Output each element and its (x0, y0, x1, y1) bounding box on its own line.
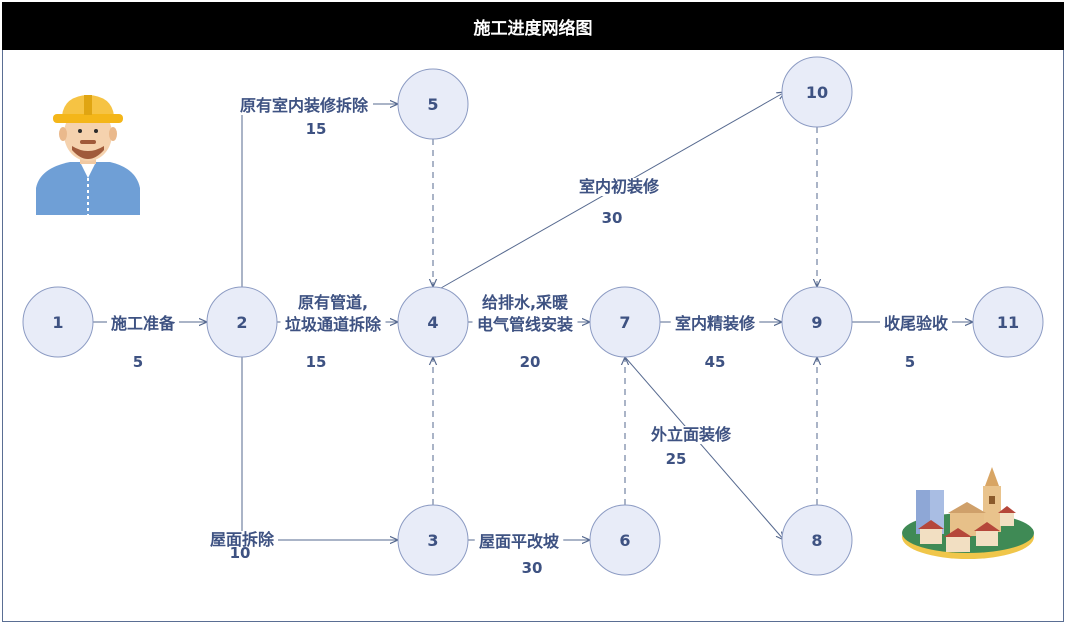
event-node-circle (397, 504, 469, 576)
event-node-label: 3 (427, 531, 438, 550)
event-node-circle (589, 504, 661, 576)
activity-duration-4-10: 30 (602, 209, 623, 227)
construction-worker-icon (36, 95, 140, 215)
activity-duration-2-5: 15 (306, 120, 327, 138)
event-node-label: 7 (619, 313, 630, 332)
activity-duration-7-8: 25 (666, 450, 687, 468)
event-node-7: 7 (589, 286, 661, 358)
event-node-label: 2 (236, 313, 247, 332)
activity-duration-9-11: 5 (905, 353, 915, 371)
event-node-circle (972, 286, 1044, 358)
activity-name-bg (646, 426, 736, 444)
activity-name-4-7: 电气管线安装 (477, 315, 573, 334)
event-node-9: 9 (781, 286, 853, 358)
activity-name-4-7: 给排水,采暖 (482, 293, 569, 312)
activity-name-2-4: 垃圾通道拆除 (285, 315, 382, 334)
activity-name-1-2: 施工准备 (111, 314, 176, 333)
activity-name-7-9: 室内精装修 (675, 314, 756, 333)
diagram-title: 施工进度网络图 (473, 18, 593, 39)
activity-duration-7-9: 45 (705, 353, 726, 371)
activity-name-2-5: 原有室内装修拆除 (240, 96, 369, 115)
event-node-label: 9 (811, 313, 822, 332)
activity-name-3-6: 屋面平改坡 (479, 532, 560, 551)
event-node-10: 10 (781, 56, 853, 128)
activity-name-bg (574, 178, 664, 196)
activity-duration-2-3: 10 (230, 544, 251, 562)
activity-name-bg (474, 533, 564, 551)
event-node-label: 4 (427, 313, 438, 332)
activity-duration-4-7: 20 (520, 353, 541, 371)
event-node-label: 10 (806, 83, 828, 102)
event-node-circle (781, 504, 853, 576)
activity-name-bg (880, 315, 952, 333)
event-node-label: 5 (427, 95, 438, 114)
event-node-circle (397, 286, 469, 358)
activity-duration-1-2: 5 (133, 353, 143, 371)
activity-name-bg (670, 315, 760, 333)
activity-name-bg (288, 294, 378, 312)
activity-duration-3-6: 30 (522, 559, 543, 577)
event-node-circle (781, 286, 853, 358)
activity-name-2-4: 原有管道, (298, 293, 368, 312)
event-node-5: 5 (397, 68, 469, 140)
activity-name-bg (107, 315, 179, 333)
title-bar: 施工进度网络图 (2, 2, 1064, 50)
event-node-circle (397, 68, 469, 140)
activity-duration-2-4: 15 (306, 353, 327, 371)
event-node-2: 2 (206, 286, 278, 358)
activity-name-7-8: 外立面装修 (650, 425, 732, 444)
activity-name-bg (235, 97, 373, 115)
activity-name-bg (206, 531, 278, 549)
event-node-label: 1 (52, 313, 63, 332)
event-node-3: 3 (397, 504, 469, 576)
event-node-6: 6 (589, 504, 661, 576)
activity-name-2-3: 屋面拆除 (210, 530, 275, 549)
event-node-circle (206, 286, 278, 358)
activity-name-9-11: 收尾验收 (884, 314, 948, 333)
activity-arrow-2-3 (241, 357, 398, 540)
event-node-8: 8 (781, 504, 853, 576)
event-node-circle (781, 56, 853, 128)
event-node-label: 6 (619, 531, 630, 550)
event-node-circle (22, 286, 94, 358)
town-buildings-icon (902, 467, 1034, 559)
activity-name-bg (280, 316, 386, 334)
event-node-11: 11 (972, 286, 1044, 358)
activity-arrow-7-8 (624, 356, 784, 540)
event-node-circle (589, 286, 661, 358)
event-node-1: 1 (22, 286, 94, 358)
activity-name-bg (472, 294, 578, 312)
event-node-label: 11 (997, 313, 1019, 332)
event-node-label: 8 (811, 531, 822, 550)
activity-name-4-10: 室内初装修 (579, 177, 660, 196)
event-node-4: 4 (397, 286, 469, 358)
activity-name-bg (472, 316, 578, 334)
